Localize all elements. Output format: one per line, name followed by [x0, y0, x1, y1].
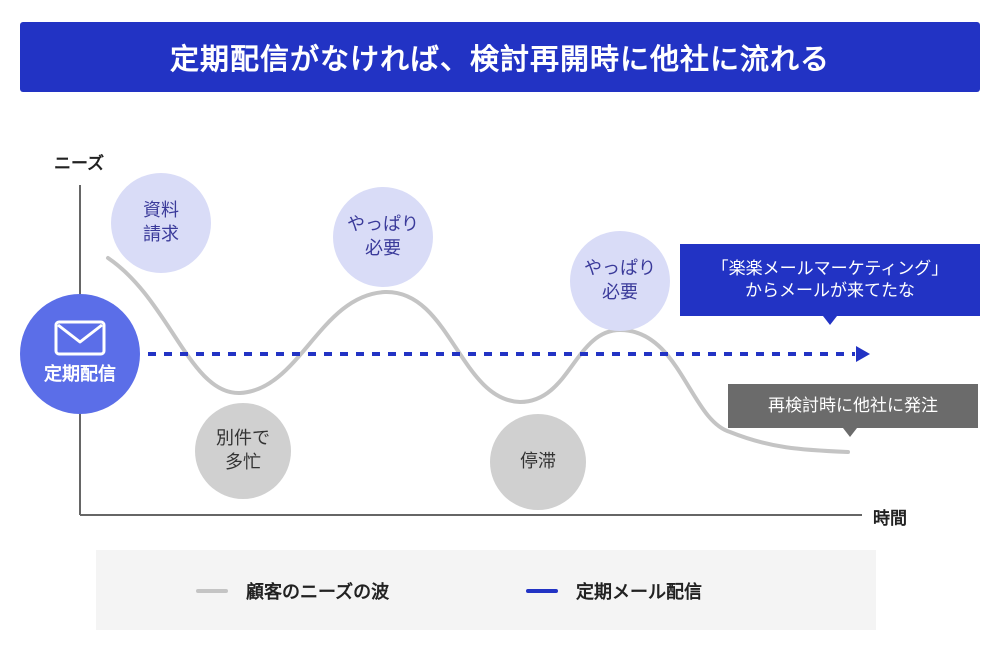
- email-callout-pointer: [823, 316, 837, 325]
- bubble-request-label: 資料 請求: [143, 199, 179, 245]
- bubble-request: [111, 173, 211, 273]
- bubble-busy: [195, 403, 291, 499]
- bubble-need-2-label: やっぱり 必要: [584, 257, 656, 303]
- legend-label-wave: 顧客のニーズの波: [246, 582, 390, 603]
- bubble-stall: [490, 414, 586, 510]
- competitor-callout-text: 再検討時に他社に発注: [768, 395, 938, 416]
- legend-label-mail: 定期メール配信: [576, 582, 702, 603]
- sender-label: 定期配信: [44, 363, 116, 385]
- competitor-callout-box: [728, 384, 978, 428]
- legend-swatch-mail: [526, 589, 558, 593]
- competitor-callout-pointer: [843, 428, 857, 437]
- envelope-icon: [54, 320, 106, 356]
- email-callout-box: [680, 244, 980, 316]
- title-banner: 定期配信がなければ、検討再開時に他社に流れる: [20, 22, 980, 92]
- x-axis-label: 時間: [873, 509, 907, 529]
- bubble-need-1: [333, 187, 433, 287]
- legend: 顧客のニーズの波 定期メール配信: [96, 550, 876, 630]
- bubble-need-2: [570, 231, 670, 331]
- email-callout-text: 「楽楽メールマーケティング」 からメールが来てたな: [711, 258, 949, 301]
- y-axis-label: ニーズ: [54, 154, 105, 174]
- mail-arrowhead: [856, 346, 870, 362]
- needs-wave-curve: [106, 256, 850, 454]
- legend-item-mail: 定期メール配信: [526, 578, 702, 604]
- diagram-title: 定期配信がなければ、検討再開時に他社に流れる: [169, 42, 830, 76]
- bubble-busy-label: 別件で 多忙: [216, 427, 270, 473]
- legend-item-wave: 顧客のニーズの波: [196, 578, 389, 604]
- bubble-stall-label: 停滞: [520, 450, 556, 472]
- bubble-need-1-label: やっぱり 必要: [347, 213, 419, 259]
- legend-swatch-wave: [196, 589, 228, 593]
